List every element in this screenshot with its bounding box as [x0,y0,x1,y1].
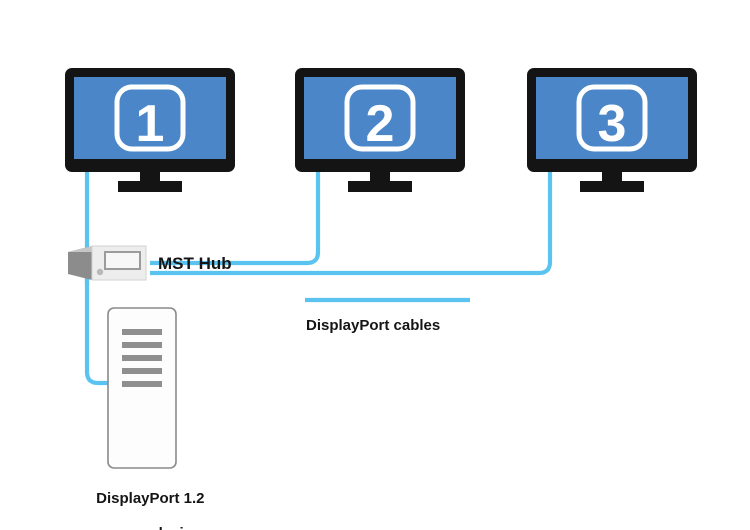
monitor-2-screen [304,77,456,159]
mst-hub-power-led-icon [96,268,104,276]
source-device-vent-bar [122,342,162,348]
monitor-2-stand-neck [370,170,390,183]
monitor-3-stand-base [580,181,644,192]
monitor-3[interactable]: 3 [527,68,697,192]
displayport-source-device[interactable] [107,307,177,469]
monitor-3-number: 3 [598,95,627,153]
source-device-label-line2: source device [100,525,200,530]
source-device-label-line1: DisplayPort 1.2 [96,489,205,507]
monitor-3-screen [536,77,688,159]
mst-hub[interactable] [68,245,147,281]
legend-label: DisplayPort cables [306,317,441,334]
monitor-1-stand-neck [140,170,160,183]
monitor-1-number: 1 [136,95,165,153]
source-device-vent-bar [122,368,162,374]
source-device-vent-bar [122,381,162,387]
cable-hub-to-source [84,276,132,386]
cable-monitor-3-to-hub [150,170,553,276]
monitor-1[interactable]: 1 [65,68,235,192]
cable-monitor-2-to-hub [150,170,321,266]
mst-hub-left-face [68,246,92,280]
monitor-3-number-badge [576,84,648,152]
monitor-1-number-badge [114,84,186,152]
mst-hub-label: MST Hub [158,254,232,273]
monitor-2-number: 2 [366,95,395,153]
source-device-vent-bar [122,329,162,335]
monitor-1-screen [74,77,226,159]
monitor-2-stand-base [348,181,412,192]
mst-hub-front-panel [104,251,141,270]
monitor-2-number-badge [344,84,416,152]
monitor-1-stand-base [118,181,182,192]
source-device-label: DisplayPort 1.2 source device [74,472,210,530]
monitor-2[interactable]: 2 [295,68,465,192]
monitor-3-stand-neck [602,170,622,183]
source-device-vent-bar [122,355,162,361]
